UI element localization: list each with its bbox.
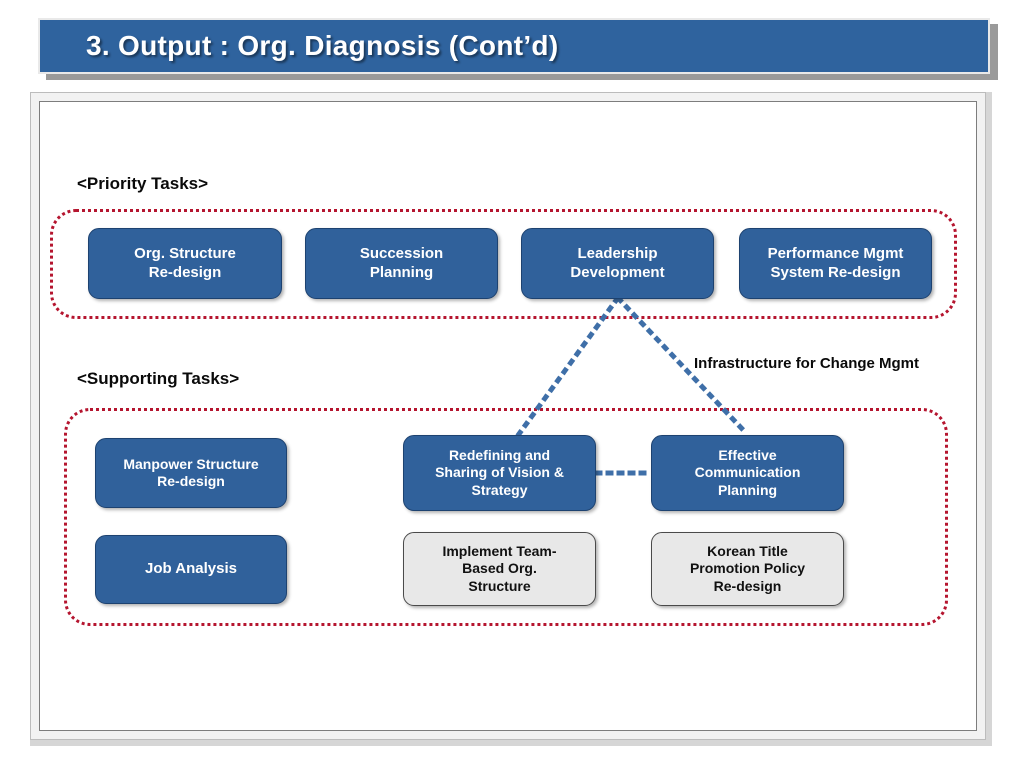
task-box-label: Implement Team-Based Org.Structure <box>442 543 557 594</box>
task-box-implement-team-based-org-structure[interactable]: Implement Team-Based Org.Structure <box>403 532 596 606</box>
priority-tasks-group-outline <box>50 209 957 319</box>
content-frame-outer <box>30 92 992 746</box>
page-title: 3. Output : Org. Diagnosis (Cont’d) <box>86 30 559 61</box>
content-frame-inner <box>39 101 977 731</box>
task-box-job-analysis[interactable]: Job Analysis <box>95 535 287 604</box>
supporting-tasks-label: <Supporting Tasks> <box>77 369 240 388</box>
content-frame-middle <box>30 92 986 740</box>
task-box-label: Job Analysis <box>145 560 237 578</box>
infrastructure-annotation: Infrastructure for Change Mgmt <box>694 355 920 372</box>
priority-tasks-label: <Priority Tasks> <box>77 174 209 193</box>
title-bar: 3. Output : Org. Diagnosis (Cont’d) <box>38 18 990 74</box>
supporting-tasks-group-outline <box>64 408 948 626</box>
